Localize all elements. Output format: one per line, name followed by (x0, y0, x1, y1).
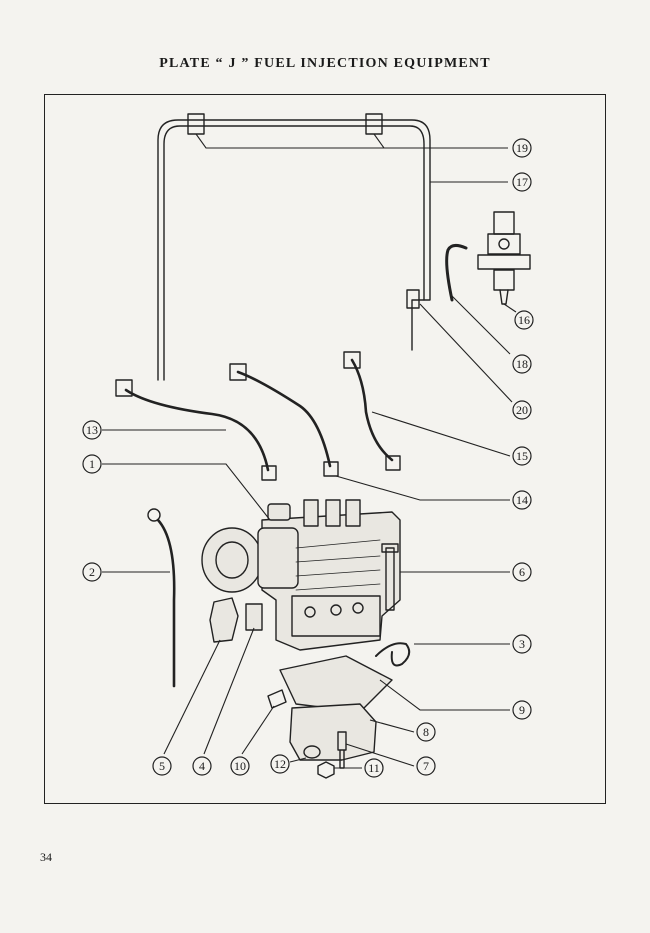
svg-text:17: 17 (516, 175, 528, 189)
nut (317, 761, 335, 779)
spill-pipe (445, 243, 468, 302)
svg-text:20: 20 (516, 403, 528, 417)
svg-text:5: 5 (159, 759, 165, 773)
leader-14 (335, 475, 510, 501)
leader-10 (241, 705, 275, 755)
callout-5: 5 (152, 756, 172, 776)
injector (477, 211, 531, 305)
svg-text:8: 8 (423, 725, 429, 739)
callout-6: 6 (512, 562, 532, 582)
callout-7: 7 (416, 756, 436, 776)
mounting-plate (279, 655, 393, 713)
leader-16 (503, 303, 517, 313)
callout-4: 4 (192, 756, 212, 776)
pump-bracket (289, 703, 377, 761)
page-number: 34 (40, 850, 52, 864)
svg-text:13: 13 (86, 423, 98, 437)
callout-20: 20 (512, 400, 532, 420)
svg-text:16: 16 (518, 313, 530, 327)
svg-text:14: 14 (516, 493, 528, 507)
leader-19 (195, 133, 508, 149)
callout-15: 15 (512, 446, 532, 466)
leak-off-pipe-assembly (157, 113, 431, 381)
svg-text:3: 3 (519, 637, 525, 651)
leader-12 (289, 757, 307, 763)
callout-1: 1 (82, 454, 102, 474)
callout-11: 11 (364, 758, 384, 778)
page-title: PLATE “ J ” FUEL INJECTION EQUIPMENT (159, 56, 491, 71)
callout-8: 8 (416, 722, 436, 742)
leader-20 (419, 303, 513, 403)
leader-8 (369, 719, 415, 733)
stud (267, 689, 287, 709)
callout-16: 16 (514, 310, 534, 330)
svg-text:10: 10 (234, 759, 246, 773)
svg-text:6: 6 (519, 565, 525, 579)
callout-18: 18 (512, 354, 532, 374)
callout-2: 2 (82, 562, 102, 582)
svg-text:4: 4 (199, 759, 205, 773)
svg-text:9: 9 (519, 703, 525, 717)
callouts: 19 17 16 18 20 15 13 1 14 2 6 3 9 8 7 5 … (82, 138, 534, 778)
high-pressure-pipes (124, 358, 394, 472)
callout-3: 3 (512, 634, 532, 654)
svg-text:12: 12 (274, 757, 286, 771)
leader-7 (345, 743, 415, 767)
coupling-hub (245, 603, 263, 631)
leader-1 (102, 463, 271, 521)
svg-text:19: 19 (516, 141, 528, 155)
leader-5 (163, 639, 221, 755)
svg-text:7: 7 (423, 759, 429, 773)
svg-text:2: 2 (89, 565, 95, 579)
svg-text:18: 18 (516, 357, 528, 371)
svg-text:11: 11 (368, 761, 380, 775)
pipe-part-2 (147, 508, 176, 688)
pipe-nuts (115, 351, 401, 481)
drive-coupling (209, 597, 239, 643)
svg-text:15: 15 (516, 449, 528, 463)
spring-clip (375, 642, 411, 667)
leader-15 (371, 411, 511, 457)
callout-17: 17 (512, 172, 532, 192)
callout-10: 10 (230, 756, 250, 776)
callout-14: 14 (512, 490, 532, 510)
leader-4 (203, 627, 255, 755)
svg-text:1: 1 (89, 457, 95, 471)
callout-13: 13 (82, 420, 102, 440)
leader-18 (451, 295, 511, 355)
callout-12: 12 (270, 754, 290, 774)
washer (303, 745, 321, 759)
callout-9: 9 (512, 700, 532, 720)
bolt (381, 543, 399, 611)
callout-19: 19 (512, 138, 532, 158)
diagram-frame (44, 94, 606, 804)
leader-9 (379, 679, 510, 711)
fuel-injection-pump (201, 499, 401, 651)
